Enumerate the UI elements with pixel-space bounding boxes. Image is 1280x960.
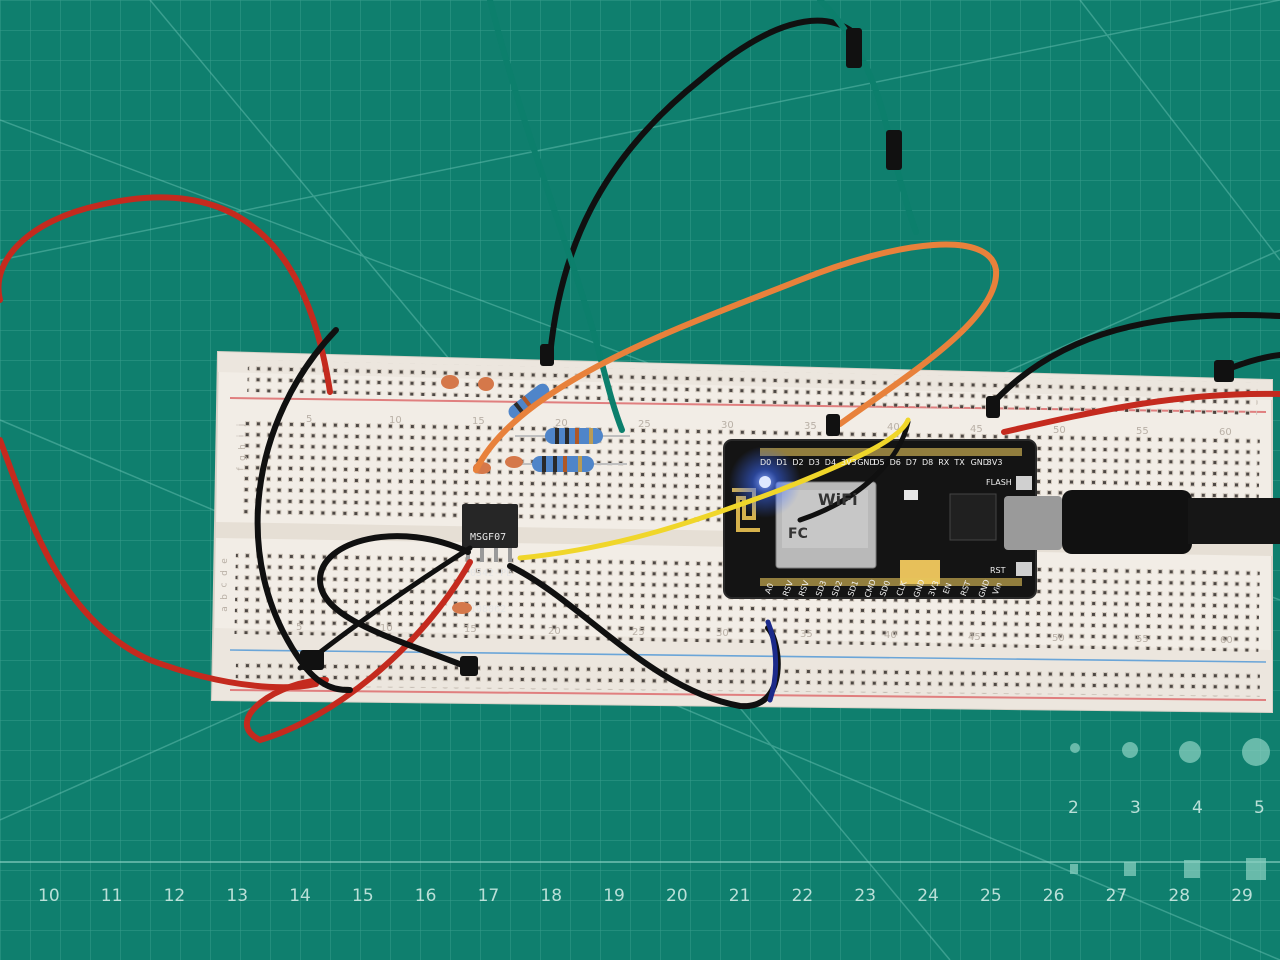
row-letter: b: [219, 594, 230, 600]
pin-label: D1: [776, 458, 788, 467]
row-letter: f: [236, 467, 247, 471]
black-wire: [797, 419, 911, 523]
row-letter: d: [219, 570, 230, 576]
column-number: 25: [632, 626, 645, 638]
pin-label: TX: [954, 458, 965, 467]
ruler-number: 18: [540, 886, 563, 906]
column-number: 45: [968, 631, 981, 643]
black-wire: [765, 619, 779, 703]
ruler-number: 24: [917, 886, 939, 906]
pin-label: 3V3: [986, 458, 1003, 467]
column-number: 20: [548, 625, 561, 637]
red-wire: [0, 437, 319, 691]
ic-chip: [462, 504, 518, 562]
ruler-number: 12: [163, 886, 186, 906]
column-number: 20: [555, 417, 568, 429]
ruler-number: 15: [352, 886, 374, 906]
ruler-number: 21: [728, 886, 751, 906]
column-number: 45: [970, 423, 983, 435]
ruler-number: 20: [666, 886, 688, 906]
column-number: 50: [1052, 632, 1065, 644]
ruler-number: 29: [1231, 886, 1253, 906]
column-number: 30: [716, 628, 729, 639]
ruler-number: 17: [477, 886, 500, 906]
ruler-number: 3: [1130, 798, 1141, 818]
column-number: 15: [472, 416, 485, 428]
column-number: 10: [380, 623, 393, 635]
ruler-number: 28: [1168, 886, 1191, 906]
flash-button-label: FLASH: [986, 478, 1012, 487]
pin-label: D3: [808, 458, 820, 467]
row-letter: j: [236, 423, 247, 427]
column-number: 50: [1053, 424, 1066, 436]
row-letter: h: [237, 444, 248, 450]
fc-mark: FC: [788, 526, 808, 542]
row-letter: a: [219, 606, 230, 612]
column-number: 35: [800, 629, 813, 641]
column-number: 60: [1220, 635, 1233, 647]
red-wire: [1001, 390, 1280, 435]
black-wire: [316, 533, 473, 671]
column-number: 55: [1136, 634, 1149, 645]
pin-label: 3V3: [841, 458, 857, 467]
column-number: 40: [884, 630, 897, 642]
pin-label: D2: [792, 458, 804, 467]
wifi-logo: WiFi: [818, 490, 858, 509]
pin-label: RX: [938, 458, 950, 467]
column-number: 35: [804, 421, 817, 433]
ruler-number: 2: [1068, 798, 1079, 818]
red-wire: [243, 559, 473, 744]
ruler-number: 27: [1105, 886, 1128, 906]
pin-label: D6: [889, 458, 901, 467]
ic-line-1: MSGF07: [470, 532, 507, 543]
black-wire: [254, 327, 353, 693]
ruler-number: 22: [791, 886, 814, 906]
ic-line-3: 108062: [470, 604, 507, 615]
row-letter: i: [236, 434, 247, 438]
column-number: 10: [389, 415, 402, 427]
ruler-number: 26: [1042, 886, 1065, 906]
green-wire: [487, 0, 625, 433]
column-number: 40: [887, 422, 900, 434]
ruler-number: 4: [1192, 798, 1203, 818]
ic-line-2: 0542-Pb: [470, 568, 513, 579]
column-number: 30: [721, 420, 734, 431]
column-number: 5: [306, 414, 313, 425]
black-wire: [547, 17, 853, 359]
row-letter: c: [219, 582, 230, 588]
column-number: 5: [296, 622, 303, 633]
rst-button-label: RST: [990, 566, 1006, 575]
ruler-number: 13: [226, 886, 249, 906]
ic-chip-marking: MSGF07 0542-Pb 108062: [470, 508, 512, 628]
column-number: 15: [464, 624, 477, 636]
pin-label: D0: [760, 458, 772, 467]
black-wire: [989, 312, 1280, 407]
ruler-number: 5: [1254, 798, 1265, 818]
ruler-number: 14: [289, 886, 311, 906]
ruler-number: 16: [414, 886, 437, 906]
pin-label: GND: [857, 458, 876, 467]
ruler-number: 19: [603, 886, 625, 906]
column-number: 25: [638, 418, 651, 430]
resistors: [508, 383, 630, 472]
column-number: 55: [1136, 426, 1149, 437]
row-letter: e: [219, 558, 230, 564]
pin-label: D7: [905, 458, 918, 467]
column-number: 60: [1219, 427, 1232, 439]
pin-label: D5: [873, 458, 885, 467]
ruler-number: 25: [980, 886, 1002, 906]
ruler-number: 11: [100, 886, 123, 906]
row-letter: g: [237, 455, 248, 461]
jumper-connectors: [300, 28, 1234, 676]
yellow-wire: [517, 417, 911, 561]
capacitors: [441, 375, 523, 614]
ruler-number: 10: [38, 886, 60, 906]
pin-label: D4: [824, 458, 837, 467]
orange-wire: [473, 241, 1000, 473]
red-wire: [0, 194, 333, 395]
pin-label: GND: [970, 458, 989, 467]
ruler-number: 23: [854, 886, 877, 906]
pin-label: D8: [922, 458, 934, 467]
